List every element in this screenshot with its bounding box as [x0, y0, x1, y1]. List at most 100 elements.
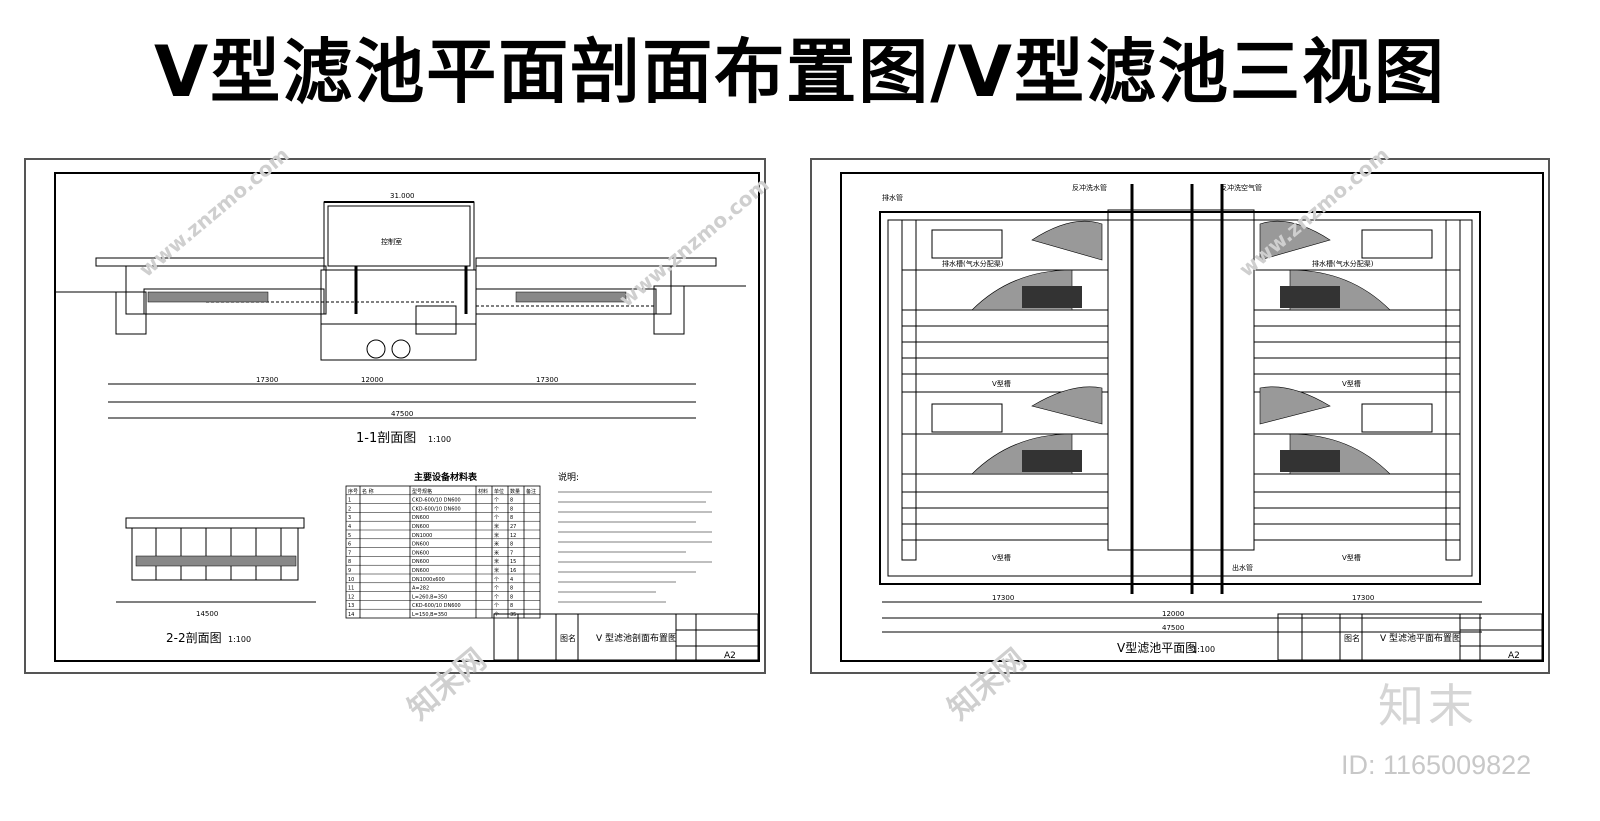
- pipe-label-1: 反冲洗空气管: [1220, 183, 1262, 192]
- right-drawing-frame: 反冲洗空气管 反冲洗水管 排水管 出水管 V型槽 V型槽 V型槽 V型槽 排水槽…: [840, 172, 1544, 662]
- materials-cell: 米: [494, 558, 499, 565]
- materials-cell: DN1000x600: [412, 577, 445, 583]
- section-2-title: 2-2剖面图: [166, 631, 222, 645]
- materials-cell: 8: [510, 498, 513, 504]
- materials-header-cell: 名 称: [362, 488, 374, 495]
- materials-cell: 个: [494, 498, 499, 504]
- materials-cell: 米: [494, 549, 499, 556]
- titleblock-no-right: A2: [1508, 651, 1520, 660]
- pipe-label-3: 排水管: [882, 193, 903, 202]
- watermark-logo: 知末: [1378, 679, 1478, 733]
- titleblock-name-left: V 型滤池剖面布置图: [596, 632, 677, 644]
- channel-label-left-2: V型槽: [992, 553, 1011, 562]
- materials-cell: DN1000: [412, 533, 432, 539]
- materials-cell: 10: [348, 577, 354, 583]
- materials-cell: 16: [510, 568, 516, 574]
- materials-cell: 8: [510, 542, 513, 548]
- section-1-scale: 1:100: [428, 435, 451, 444]
- left-drawing-sheet: 31.000 控制室 17300 12000 17300 47500 1-1剖面…: [24, 158, 766, 674]
- materials-cell: 7: [348, 550, 351, 556]
- channel-label-left: V型槽: [992, 379, 1011, 388]
- materials-cell: L=150,B=350: [412, 612, 447, 618]
- channel-label-right: V型槽: [1342, 379, 1361, 388]
- dim-mid: 12000: [361, 376, 383, 384]
- materials-cell: 米: [494, 567, 499, 574]
- section-drawings: 31.000 控制室 17300 12000 17300 47500 1-1剖面…: [56, 192, 759, 661]
- section-2-scale: 1:100: [228, 635, 251, 644]
- notes-title: 说明:: [558, 471, 579, 483]
- dim-half-right: 17300: [536, 376, 558, 384]
- materials-cell: 15: [510, 559, 516, 565]
- materials-cell: 8: [510, 506, 513, 512]
- materials-cell: 3: [348, 515, 351, 521]
- materials-cell: 35: [510, 612, 516, 618]
- titleblock-label-right: 图名: [1344, 633, 1360, 643]
- materials-cell: CKD-600/10 DN600: [412, 603, 461, 609]
- materials-cell: 9: [348, 568, 351, 574]
- materials-cell: 8: [510, 586, 513, 592]
- materials-cell: CKD-600/10 DN600: [412, 506, 461, 512]
- dim-total: 47500: [391, 410, 413, 418]
- materials-cell: 个: [494, 577, 499, 583]
- materials-header-cell: 型号规格: [412, 488, 432, 495]
- materials-cell: 8: [510, 603, 513, 609]
- materials-cell: 14: [348, 612, 354, 618]
- plan-dim-total: 47500: [1162, 624, 1184, 632]
- materials-cell: 7: [510, 550, 513, 556]
- page-title: V型滤池平面剖面布置图/V型滤池三视图: [154, 31, 1446, 113]
- materials-cell: 13: [348, 603, 354, 609]
- materials-cell: 米: [494, 532, 499, 539]
- control-room-label: 控制室: [381, 237, 402, 246]
- materials-cell: 1: [348, 498, 351, 504]
- titleblock-label-left: 图名: [560, 633, 576, 643]
- plan-dim-mid: 12000: [1162, 610, 1184, 618]
- materials-cell: 个: [494, 586, 499, 592]
- materials-cell: 8: [510, 515, 513, 521]
- materials-cell: 米: [494, 541, 499, 548]
- drain-label-left: 排水槽(气水分配渠): [942, 259, 1004, 268]
- materials-cell: 8: [348, 559, 351, 565]
- watermark-id: ID: 1165009822: [1341, 750, 1532, 780]
- materials-cell: 2: [348, 506, 351, 512]
- materials-cell: DN600: [412, 550, 429, 556]
- materials-header-cell: 单位: [494, 488, 504, 495]
- materials-cell: 米: [494, 523, 499, 530]
- materials-cell: 12: [510, 533, 516, 539]
- materials-cell: DN600: [412, 559, 429, 565]
- materials-cell: 8: [510, 594, 513, 600]
- materials-cell: A=282: [412, 586, 429, 592]
- pipe-label-4: 出水管: [1232, 563, 1253, 572]
- materials-cell: 5: [348, 533, 351, 539]
- materials-cell: 4: [510, 577, 513, 583]
- plan-scale: 1:100: [1192, 645, 1215, 654]
- channel-label-right-2: V型槽: [1342, 553, 1361, 562]
- materials-cell: DN600: [412, 568, 429, 574]
- materials-header-cell: 序号: [348, 488, 358, 495]
- pipe-label-2: 反冲洗水管: [1072, 183, 1107, 192]
- materials-cell: 11: [348, 586, 354, 592]
- materials-cell: 个: [494, 603, 499, 609]
- plan-dim-half-left: 17300: [992, 594, 1014, 602]
- materials-cell: 12: [348, 594, 354, 600]
- drain-label-right: 排水槽(气水分配渠): [1312, 259, 1374, 268]
- plan-drawing: 反冲洗空气管 反冲洗水管 排水管 出水管 V型槽 V型槽 V型槽 V型槽 排水槽…: [879, 183, 1543, 661]
- materials-cell: 27: [510, 524, 516, 530]
- materials-cell: DN600: [412, 515, 429, 521]
- materials-cell: 个: [494, 515, 499, 521]
- materials-cell: DN600: [412, 542, 429, 548]
- materials-cell: L=260,B=350: [412, 594, 447, 600]
- materials-cell: 6: [348, 542, 351, 548]
- titleblock-no-left: A2: [724, 651, 736, 660]
- dim-2-total: 14500: [196, 610, 218, 618]
- materials-cell: CKD-600/10 DN600: [412, 498, 461, 504]
- materials-cell: 个: [494, 612, 499, 618]
- materials-header-cell: 数量: [510, 488, 520, 495]
- section-1-title: 1-1剖面图: [356, 431, 416, 446]
- right-drawing-sheet: 反冲洗空气管 反冲洗水管 排水管 出水管 V型槽 V型槽 V型槽 V型槽 排水槽…: [810, 158, 1550, 674]
- materials-cell: 4: [348, 524, 351, 530]
- materials-header-cell: 材料: [478, 488, 488, 495]
- plan-dim-half-right: 17300: [1352, 594, 1374, 602]
- materials-cell: 个: [494, 506, 499, 512]
- materials-cell: DN600: [412, 524, 429, 530]
